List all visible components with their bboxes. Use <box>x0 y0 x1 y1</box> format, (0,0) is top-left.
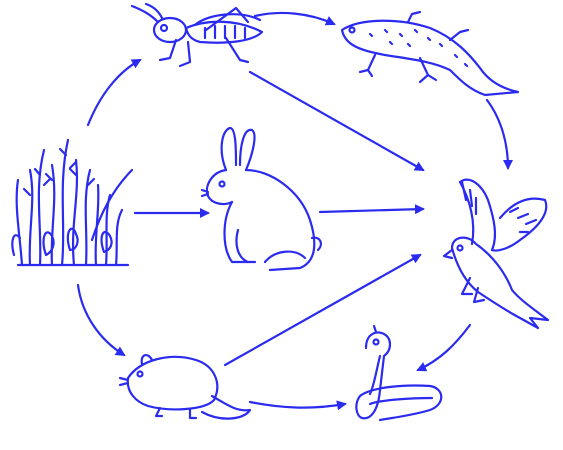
arrow-grass-to-rat <box>78 285 124 355</box>
arrow-grasshopper-to-lizard <box>255 13 334 24</box>
rat-icon <box>120 355 250 419</box>
arrows-group <box>78 13 508 408</box>
grass-icon <box>12 140 132 265</box>
arrow-hawk-to-snake <box>418 325 470 370</box>
snake-icon <box>356 326 441 420</box>
hawk-icon <box>444 180 548 328</box>
arrow-lizard-to-hawk <box>487 100 508 168</box>
rabbit-icon <box>202 128 321 270</box>
lizard-icon <box>342 12 518 95</box>
arrow-rat-to-hawk <box>225 255 420 365</box>
grasshopper-icon <box>132 4 262 66</box>
arrow-grass-to-grasshopper <box>88 60 140 125</box>
arrow-grasshopper-to-hawk <box>250 72 423 170</box>
arrow-rabbit-to-hawk <box>320 209 423 212</box>
arrow-rat-to-snake <box>250 402 345 408</box>
